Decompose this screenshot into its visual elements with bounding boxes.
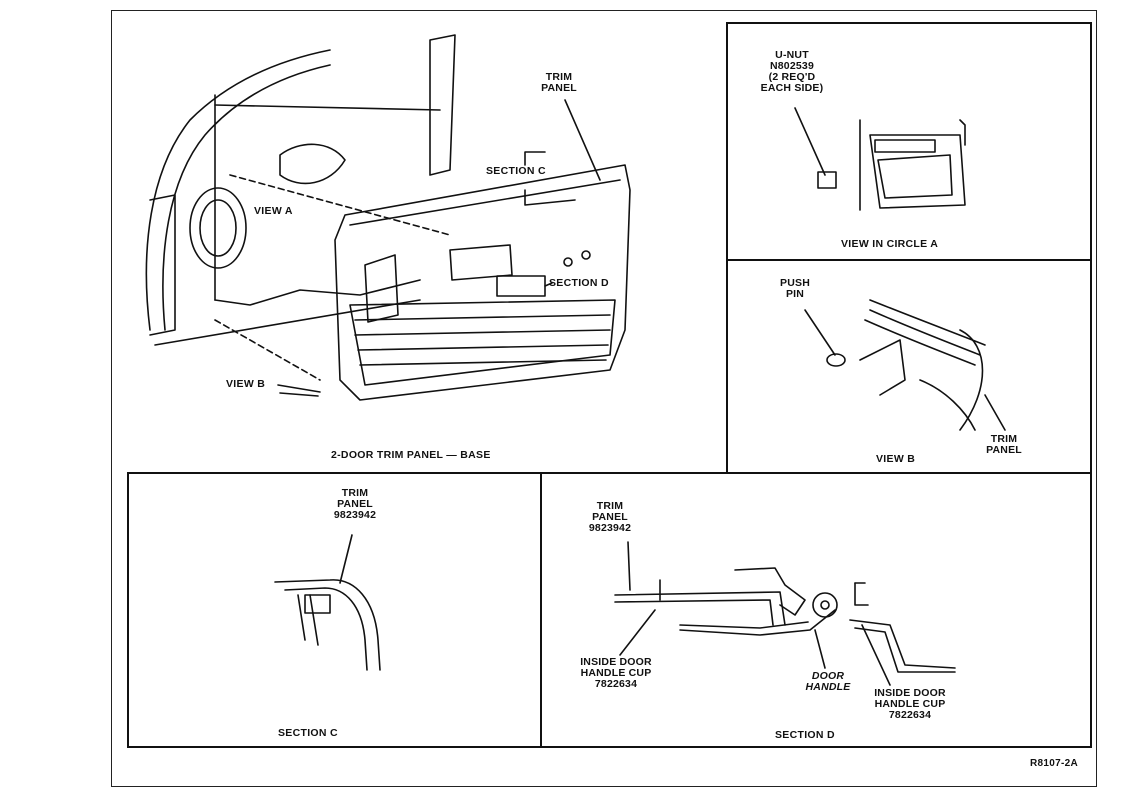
main-section-c-label: SECTION C <box>486 165 546 177</box>
section-d-cup-left-label: INSIDE DOOR HANDLE CUP 7822634 <box>580 656 652 690</box>
section-d-trim-panel-label: TRIM PANEL 9823942 <box>588 500 632 534</box>
push-pin-label: PUSH PIN <box>780 277 810 300</box>
main-caption: 2-DOOR TRIM PANEL — BASE <box>331 449 491 461</box>
section-d-cup-right-label: INSIDE DOOR HANDLE CUP 7822634 <box>874 687 946 721</box>
section-d-panel <box>540 472 1092 748</box>
section-d-illustration <box>614 541 956 686</box>
section-c-trim-panel-label: TRIM PANEL 9823942 <box>333 487 377 521</box>
u-nut-label: U-NUT N802539 (2 REQ'D EACH SIDE) <box>760 49 824 94</box>
trim-panel-illustration <box>334 164 631 401</box>
main-view-a-label: VIEW A <box>254 205 293 217</box>
view-b-trim-panel-label: TRIM PANEL <box>986 433 1022 456</box>
view-circle-a-caption: VIEW IN CIRCLE A <box>841 238 939 250</box>
section-c-caption: SECTION C <box>278 727 338 739</box>
main-view-b-label: VIEW B <box>226 378 266 390</box>
section-d-caption: SECTION D <box>775 729 835 741</box>
main-trim-panel-label: TRIM PANEL <box>541 71 577 94</box>
figure-id: R8107-2A <box>1030 758 1078 769</box>
view-b-caption: VIEW B <box>876 453 916 465</box>
view-a-illustration <box>794 107 966 211</box>
door-body-illustration <box>145 34 456 381</box>
view-b-illustration <box>804 299 1006 431</box>
main-leader-lines <box>277 99 601 397</box>
section-c-illustration <box>274 534 381 671</box>
section-d-door-handle-label: DOOR HANDLE <box>805 670 851 693</box>
main-section-d-label: SECTION D <box>549 277 609 289</box>
figure-frame <box>111 10 1097 787</box>
